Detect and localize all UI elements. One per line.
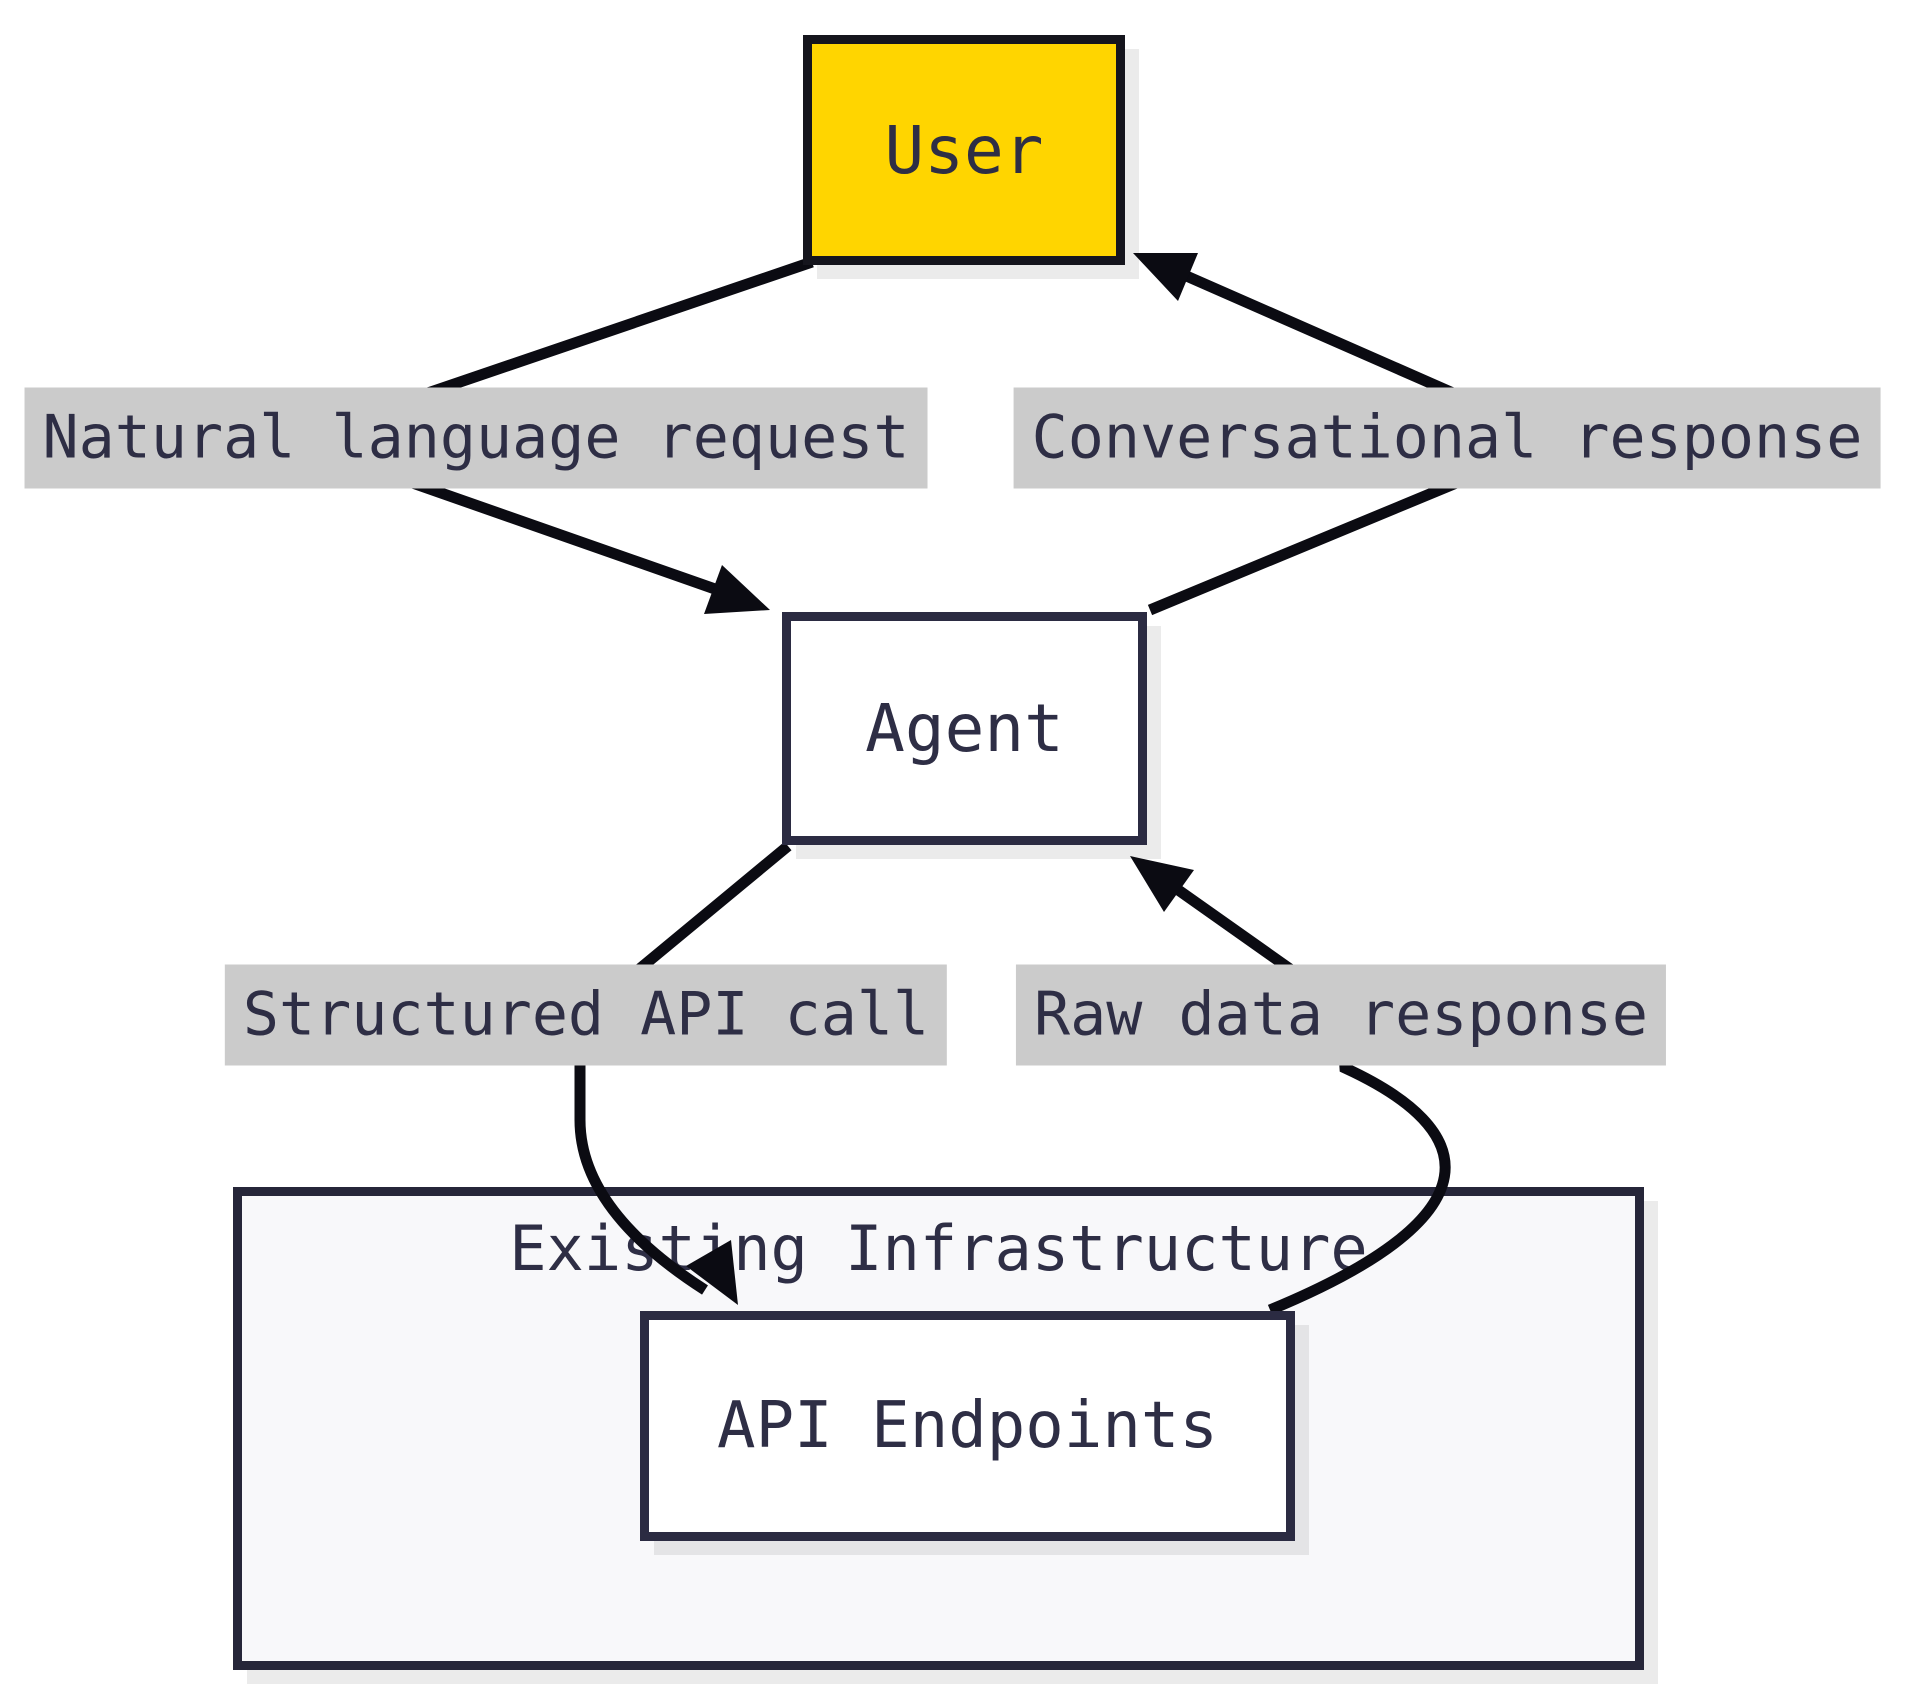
node-agent-label: Agent <box>865 690 1064 767</box>
node-user: User <box>803 35 1125 265</box>
edge-label-structured-api-call: Structured API call <box>224 964 948 1066</box>
edge-api-to-agent <box>1130 856 1451 1316</box>
node-agent: Agent <box>782 612 1147 845</box>
node-api-endpoints-label: API Endpoints <box>717 1389 1218 1463</box>
node-user-label: User <box>884 111 1044 189</box>
node-api-endpoints: API Endpoints <box>640 1311 1295 1541</box>
edge-label-natural-language-request: Natural language request <box>24 387 928 489</box>
edge-agent-to-api <box>574 841 792 1305</box>
infrastructure-container: Existing Infrastructure <box>233 1187 1644 1670</box>
edge-label-raw-data-response: Raw data response <box>1015 964 1667 1066</box>
edge-label-conversational-response: Conversational response <box>1013 387 1881 489</box>
